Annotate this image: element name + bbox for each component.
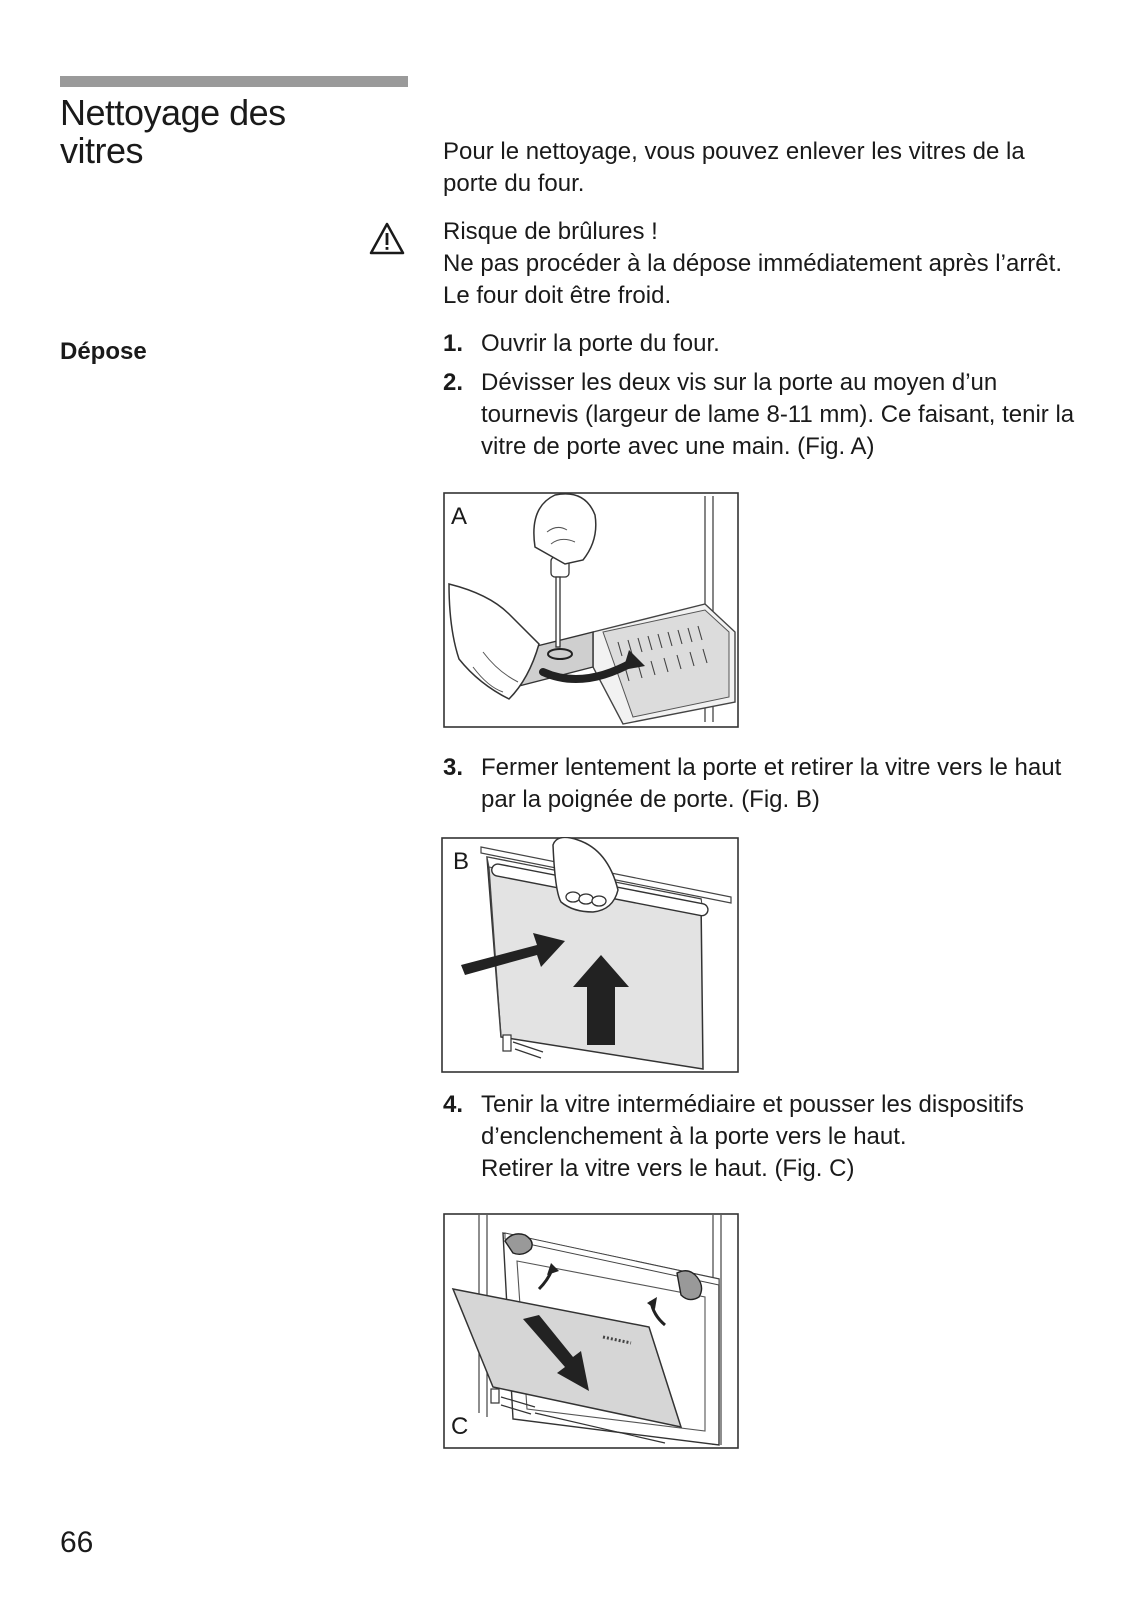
step-text: Ouvrir la porte du four. — [481, 330, 720, 357]
warning-title: Risque de brûlures ! — [443, 218, 658, 245]
intro-paragraph: Pour le nettoyage, vous pouvez enlever l… — [443, 138, 1025, 197]
figure-c: C — [443, 1213, 739, 1449]
figure-c-label: C — [451, 1413, 469, 1440]
warning-text: Ne pas procéder à la dépose immédiatemen… — [443, 250, 1062, 309]
step-3: 3. Fermer lentement la porte et retirer … — [443, 752, 1083, 816]
step-number: 4. — [443, 1091, 464, 1118]
figure-a: A — [443, 492, 739, 728]
figure-b: B — [441, 837, 739, 1073]
page-title-line-2: vitres — [60, 130, 144, 171]
page-title: Nettoyage des vitres — [60, 94, 420, 170]
step-text: Tenir la vitre intermédiaire et pousser … — [481, 1091, 1024, 1150]
figure-c-illustration — [443, 1213, 739, 1449]
depose-heading: Dépose — [60, 338, 147, 365]
figure-b-label: B — [453, 848, 470, 875]
section-divider-bar — [60, 76, 408, 87]
step-2: 2. Dévisser les deux vis sur la porte au… — [443, 367, 1083, 463]
figure-a-illustration — [443, 492, 739, 728]
step-number: 1. — [443, 330, 464, 357]
step-text-continued: Retirer la vitre vers le haut. (Fig. C) — [481, 1155, 855, 1182]
warning-triangle-icon — [369, 222, 405, 255]
figure-a-label: A — [451, 503, 468, 530]
page-number: 66 — [60, 1526, 94, 1559]
step-number: 2. — [443, 369, 464, 396]
step-text: Fermer lentement la porte et retirer la … — [481, 754, 1062, 813]
step-1: 1. Ouvrir la porte du four. — [443, 328, 1083, 360]
step-4: 4. Tenir la vitre intermédiaire et pouss… — [443, 1089, 1083, 1185]
page-title-line-1: Nettoyage des — [60, 92, 286, 133]
figure-b-illustration — [441, 837, 739, 1073]
step-number: 3. — [443, 754, 464, 781]
step-text: Dévisser les deux vis sur la porte au mo… — [481, 369, 1075, 460]
warning-block: Risque de brûlures ! Ne pas procéder à l… — [443, 216, 1083, 312]
